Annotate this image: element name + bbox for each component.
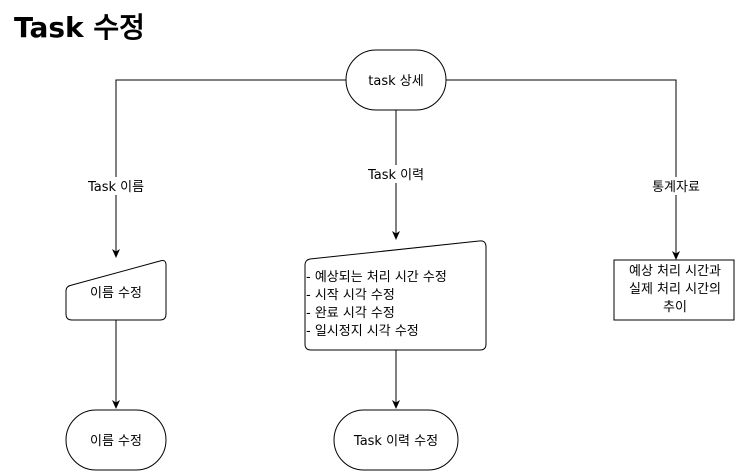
- node-history-edit-end: Task 이력 수정: [333, 409, 459, 471]
- node-history-edit-line-2: - 시작 시각 수정: [306, 288, 395, 303]
- node-task-detail-label: task 상세: [368, 74, 423, 89]
- node-task-detail: task 상세: [345, 49, 447, 111]
- node-name-edit-end: 이름 수정: [65, 409, 167, 471]
- node-name-edit-input: 이름 수정: [65, 260, 167, 321]
- node-history-edit-line-4: - 일시정지 시각 수정: [306, 324, 419, 339]
- edge-label-task-history: Task 이력: [367, 168, 424, 183]
- node-stats-line-3: 추이: [663, 300, 687, 315]
- node-history-edit-end-label: Task 이력 수정: [353, 434, 438, 449]
- edges: [112, 79, 680, 409]
- node-name-edit-input-label: 이름 수정: [90, 286, 142, 301]
- node-history-edit-input: - 예상되는 처리 시간 수정 - 시작 시각 수정 - 완료 시각 수정 - …: [304, 240, 487, 351]
- edge-to-name: [112, 79, 346, 258]
- node-stats: 예상 처리 시간과 실제 처리 시간의 추이: [613, 259, 735, 321]
- edge-to-stats: [446, 79, 680, 260]
- edge-label-stats: 통계자료: [652, 180, 700, 195]
- node-stats-line-2: 실제 처리 시간의: [629, 282, 721, 297]
- node-history-edit-line-1: - 예상되는 처리 시간 수정: [306, 270, 447, 285]
- node-name-edit-end-label: 이름 수정: [90, 434, 142, 449]
- edge-label-task-name: Task 이름: [87, 180, 144, 195]
- node-history-edit-line-3: - 완료 시각 수정: [306, 306, 395, 321]
- node-stats-line-1: 예상 처리 시간과: [629, 264, 721, 279]
- page-title: Task 수정: [14, 11, 145, 44]
